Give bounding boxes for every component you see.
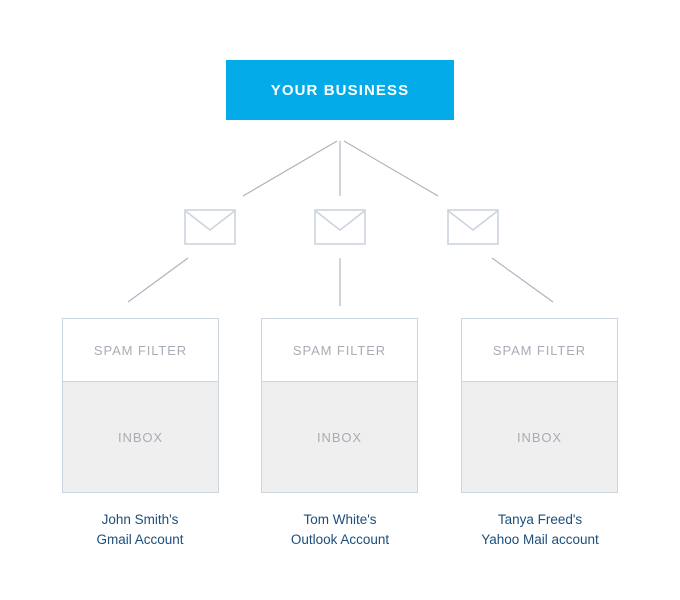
account-caption-line-1: John Smith's [101,512,179,527]
envelope-icon [447,209,499,245]
spam-filter-box[interactable]: SPAM FILTER [461,318,618,382]
root-node-your-business[interactable]: YOUR BUSINESS [226,60,454,120]
envelope-icon [184,209,236,245]
spam-filter-label: SPAM FILTER [292,342,387,358]
inbox-box[interactable]: INBOX [261,381,418,493]
spam-filter-label: SPAM FILTER [93,342,188,358]
connector-envelope-3-to-account-3 [491,257,554,303]
account-caption-line-1: Tom White's [303,512,377,527]
account-caption-line-2: Outlook Account [290,532,390,547]
account-caption-line-2: Gmail Account [96,532,184,547]
connector-envelope-1-to-account-1 [127,257,189,303]
spam-filter-label: SPAM FILTER [492,342,587,358]
connector-root-to-envelope-1 [242,140,338,197]
account-caption: Tom White's Outlook Account [240,510,440,550]
inbox-label: INBOX [118,429,163,445]
inbox-box[interactable]: INBOX [62,381,219,493]
account-column: SPAM FILTER INBOX [461,318,618,493]
inbox-label: INBOX [317,429,362,445]
account-caption: Tanya Freed's Yahoo Mail account [440,510,640,550]
envelope-icon [314,209,366,245]
account-caption-line-1: Tanya Freed's [497,512,583,527]
spam-filter-box[interactable]: SPAM FILTER [62,318,219,382]
account-caption: John Smith's Gmail Account [40,510,240,550]
inbox-label: INBOX [517,429,562,445]
spam-filter-box[interactable]: SPAM FILTER [261,318,418,382]
account-column: SPAM FILTER INBOX [62,318,219,493]
root-node-label: YOUR BUSINESS [270,81,410,99]
account-column: SPAM FILTER INBOX [261,318,418,493]
account-caption-line-2: Yahoo Mail account [481,532,599,547]
inbox-box[interactable]: INBOX [461,381,618,493]
connector-root-to-envelope-3 [343,140,439,197]
